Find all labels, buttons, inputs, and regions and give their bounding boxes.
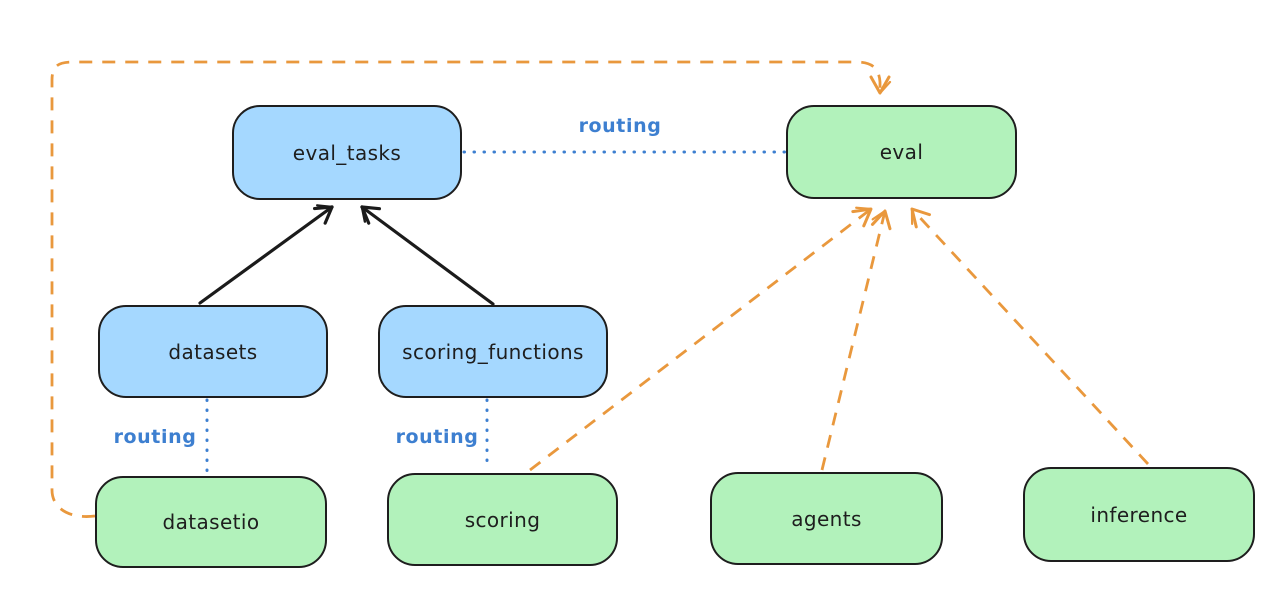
- node-label: eval_tasks: [292, 140, 402, 165]
- node-datasetio: datasetio: [95, 476, 327, 568]
- edge-label-routing-top: routing: [578, 115, 662, 137]
- node-label: inference: [1090, 502, 1188, 527]
- node-datasets: datasets: [98, 305, 328, 398]
- edge-datasetio-eval: [50, 60, 892, 518]
- node-label: eval: [879, 140, 924, 164]
- edge-datasets-eval-tasks: [198, 204, 334, 305]
- node-scoring-functions: scoring_functions: [378, 305, 608, 398]
- node-label: agents: [791, 506, 862, 531]
- edge-scoring-functions-eval-tasks: [360, 205, 495, 306]
- node-eval-tasks: eval_tasks: [232, 105, 462, 200]
- node-agents: agents: [710, 472, 943, 565]
- node-inference: inference: [1023, 467, 1255, 562]
- edge-inference-eval: [910, 207, 1150, 465]
- node-label: datasetio: [162, 510, 260, 534]
- node-eval: eval: [786, 105, 1017, 199]
- node-label: scoring: [464, 507, 541, 532]
- edge-label-routing-middle: routing: [395, 426, 479, 448]
- edge-agents-eval: [820, 209, 892, 471]
- node-label: datasets: [168, 339, 258, 364]
- node-scoring: scoring: [387, 473, 618, 566]
- node-label: scoring_functions: [402, 339, 584, 364]
- edge-label-routing-left: routing: [113, 426, 197, 448]
